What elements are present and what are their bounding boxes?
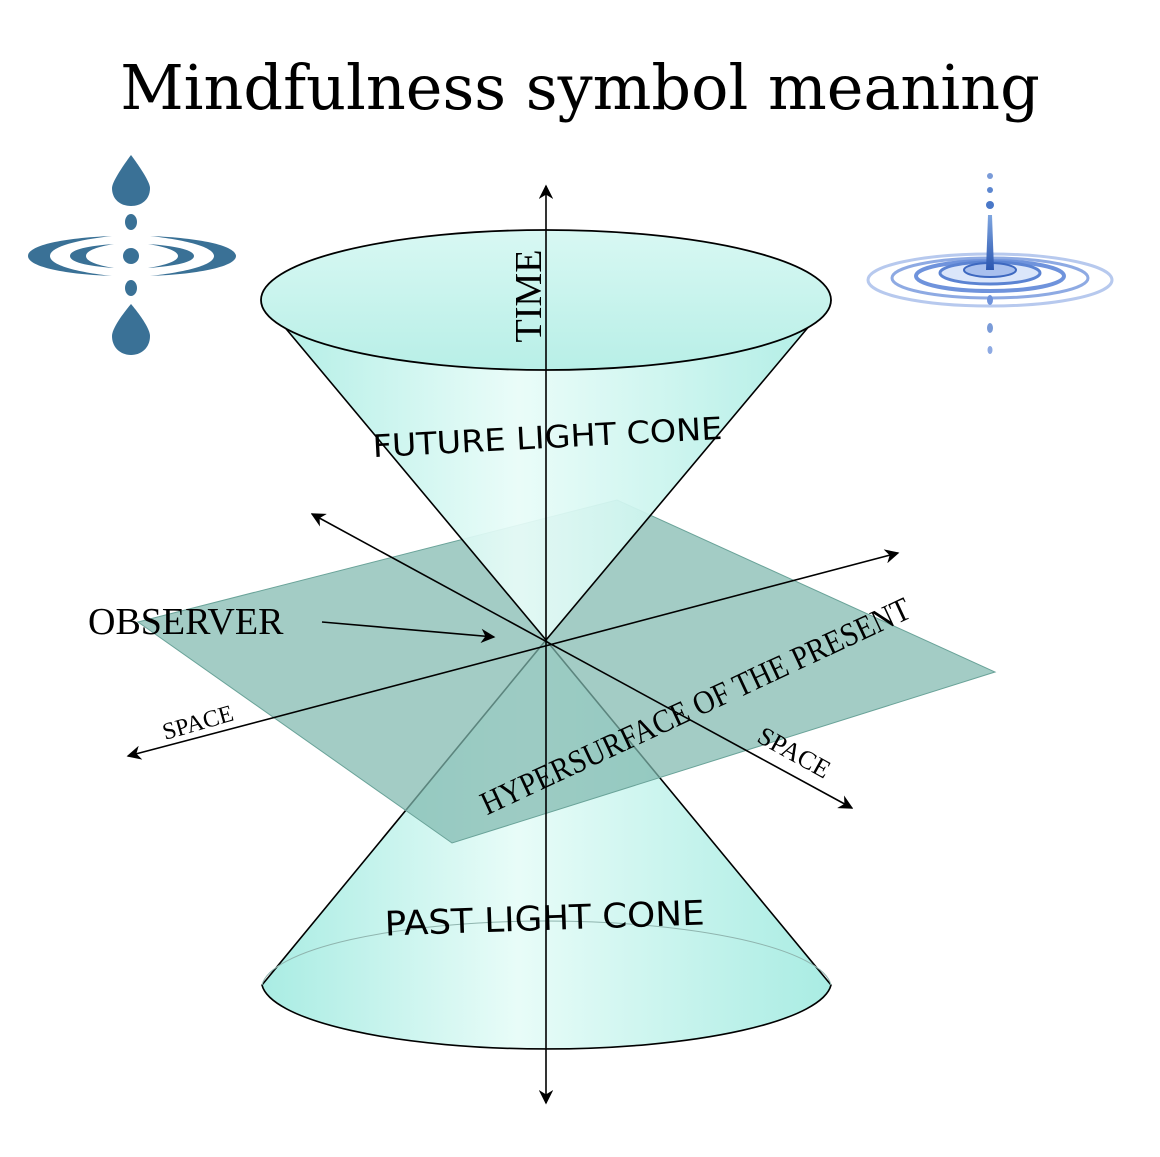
space-axis-right bbox=[310, 513, 854, 809]
observer-label: OBSERVER bbox=[88, 601, 284, 643]
observer-pointer bbox=[321, 621, 496, 644]
time-label: TIME bbox=[508, 250, 550, 343]
water-droplet-splash-icon bbox=[866, 173, 1114, 354]
page-title: Mindfulness symbol meaning bbox=[120, 51, 1040, 124]
axes bbox=[126, 184, 900, 1105]
space-left-label: SPACE bbox=[160, 701, 237, 746]
droplet-ripple-symbol-icon bbox=[28, 155, 236, 355]
